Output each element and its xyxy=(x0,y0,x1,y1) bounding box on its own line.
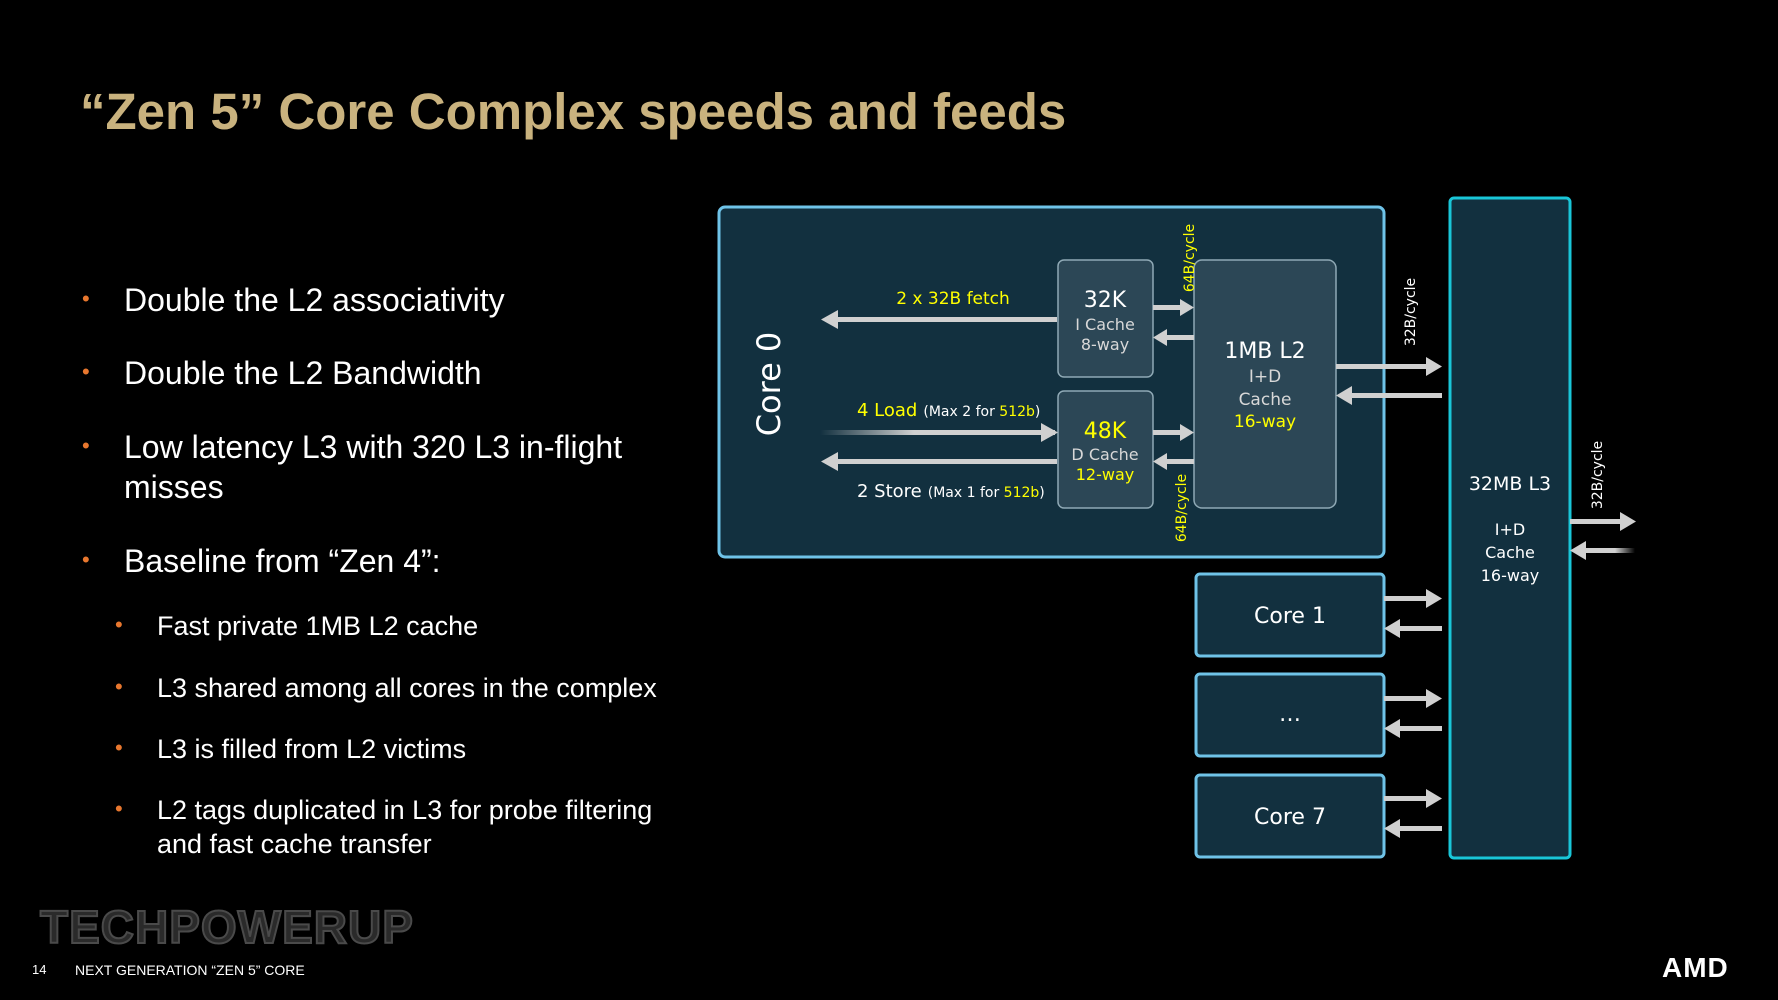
sub-bullet-dot: • xyxy=(115,674,123,699)
load-arrow-shaft xyxy=(820,430,1055,435)
l3-to-l2-arrow xyxy=(1336,386,1352,405)
bullet-dot: • xyxy=(82,547,90,572)
l2-to-dcache-arrow xyxy=(1153,453,1167,470)
l2-ways: 16-way xyxy=(1234,412,1296,432)
l3-out-arrow xyxy=(1620,512,1636,531)
bw-dcache-l2: 64B/cycle xyxy=(1174,474,1190,542)
watermark: TECHPOWERUP xyxy=(39,900,414,954)
core-ellipsis-label: … xyxy=(1279,702,1301,727)
bullet-item: Baseline from “Zen 4”: xyxy=(124,543,441,579)
bullet-dot: • xyxy=(82,359,90,384)
sub-bullet-item: L2 tags duplicated in L3 for probe filte… xyxy=(157,795,653,825)
l3-ways: 16-way xyxy=(1481,566,1540,585)
icache-name: I Cache xyxy=(1075,315,1135,334)
bullet-item: Double the L2 associativity xyxy=(124,282,505,318)
l3-to-core1-arrow xyxy=(1384,619,1400,638)
footer-text: NEXT GENERATION “ZEN 5” CORE xyxy=(75,962,305,978)
icache-to-l2-arrow xyxy=(1180,299,1194,316)
sub-bullet-item-cont: and fast cache transfer xyxy=(157,829,432,859)
l2-to-l3-arrow xyxy=(1426,357,1442,376)
icache-ways: 8-way xyxy=(1081,335,1129,354)
sub-bullet-item: L3 shared among all cores in the complex xyxy=(157,673,657,703)
l2-name: Cache xyxy=(1239,390,1292,410)
bullet-item-cont: misses xyxy=(124,469,224,505)
l3-type: I+D xyxy=(1495,520,1525,539)
slide-title: “Zen 5” Core Complex speeds and feeds xyxy=(80,83,1067,140)
core0-label: Core 0 xyxy=(750,332,788,437)
dcache-ways: 12-way xyxy=(1076,465,1135,484)
core1-to-l3-arrow xyxy=(1426,589,1442,608)
bw-l2-l3: 32B/cycle xyxy=(1403,278,1419,346)
core1-box xyxy=(1194,572,1386,658)
l2-box xyxy=(1193,259,1337,509)
bw-l3-out: 32B/cycle xyxy=(1590,441,1606,509)
icache-size: 32K xyxy=(1084,288,1127,313)
store-label: 2 Store(Max 1 for 512b) xyxy=(857,481,1045,502)
sub-bullet-dot: • xyxy=(115,612,123,637)
l3-to-core-n-arrow xyxy=(1384,719,1400,738)
icache-box xyxy=(1057,259,1154,378)
sub-bullet-dot: • xyxy=(115,796,123,821)
bullet-item: Double the L2 Bandwidth xyxy=(124,355,482,391)
dcache-to-l2-arrow xyxy=(1180,424,1194,441)
l3-name: Cache xyxy=(1485,543,1535,562)
dcache-size: 48K xyxy=(1084,419,1127,444)
core1-label: Core 1 xyxy=(1254,604,1326,629)
core7-label: Core 7 xyxy=(1254,805,1326,830)
bullet-item: Low latency L3 with 320 L3 in-flight xyxy=(124,429,623,465)
l2-size: 1MB L2 xyxy=(1224,339,1305,364)
core-n-to-l3-arrow xyxy=(1426,689,1442,708)
store-arrow-shaft xyxy=(835,459,1057,464)
bullet-dot: • xyxy=(82,433,90,458)
l2-type: I+D xyxy=(1249,367,1281,387)
l3-to-core7-arrow xyxy=(1384,819,1400,838)
store-arrow-head xyxy=(821,452,838,471)
fetch-label: 2 x 32B fetch xyxy=(896,289,1010,309)
sub-bullet-dot: • xyxy=(115,735,123,760)
page-number: 14 xyxy=(32,962,47,977)
l3-in-arrow xyxy=(1570,541,1586,560)
core-ellipsis-box xyxy=(1194,672,1386,758)
l3-box xyxy=(1448,196,1572,860)
fetch-arrow-shaft xyxy=(835,317,1057,322)
load-label: 4 Load(Max 2 for 512b) xyxy=(857,400,1040,421)
core7-to-l3-arrow xyxy=(1426,789,1442,808)
dcache-name: D Cache xyxy=(1071,445,1138,464)
core7-box xyxy=(1194,773,1386,859)
bullet-dot: • xyxy=(82,286,90,311)
dcache-box xyxy=(1057,390,1154,509)
bw-icache-l2: 64B/cycle xyxy=(1182,224,1198,292)
amd-logo: AMD xyxy=(1662,952,1729,983)
sub-bullet-item: L3 is filled from L2 victims xyxy=(157,734,467,764)
l3-size: 32MB L3 xyxy=(1469,473,1551,495)
sub-bullet-item: Fast private 1MB L2 cache xyxy=(157,611,479,641)
l2-to-icache-arrow xyxy=(1153,329,1167,346)
fetch-arrow-head xyxy=(821,310,838,329)
load-arrow-head xyxy=(1041,423,1058,442)
